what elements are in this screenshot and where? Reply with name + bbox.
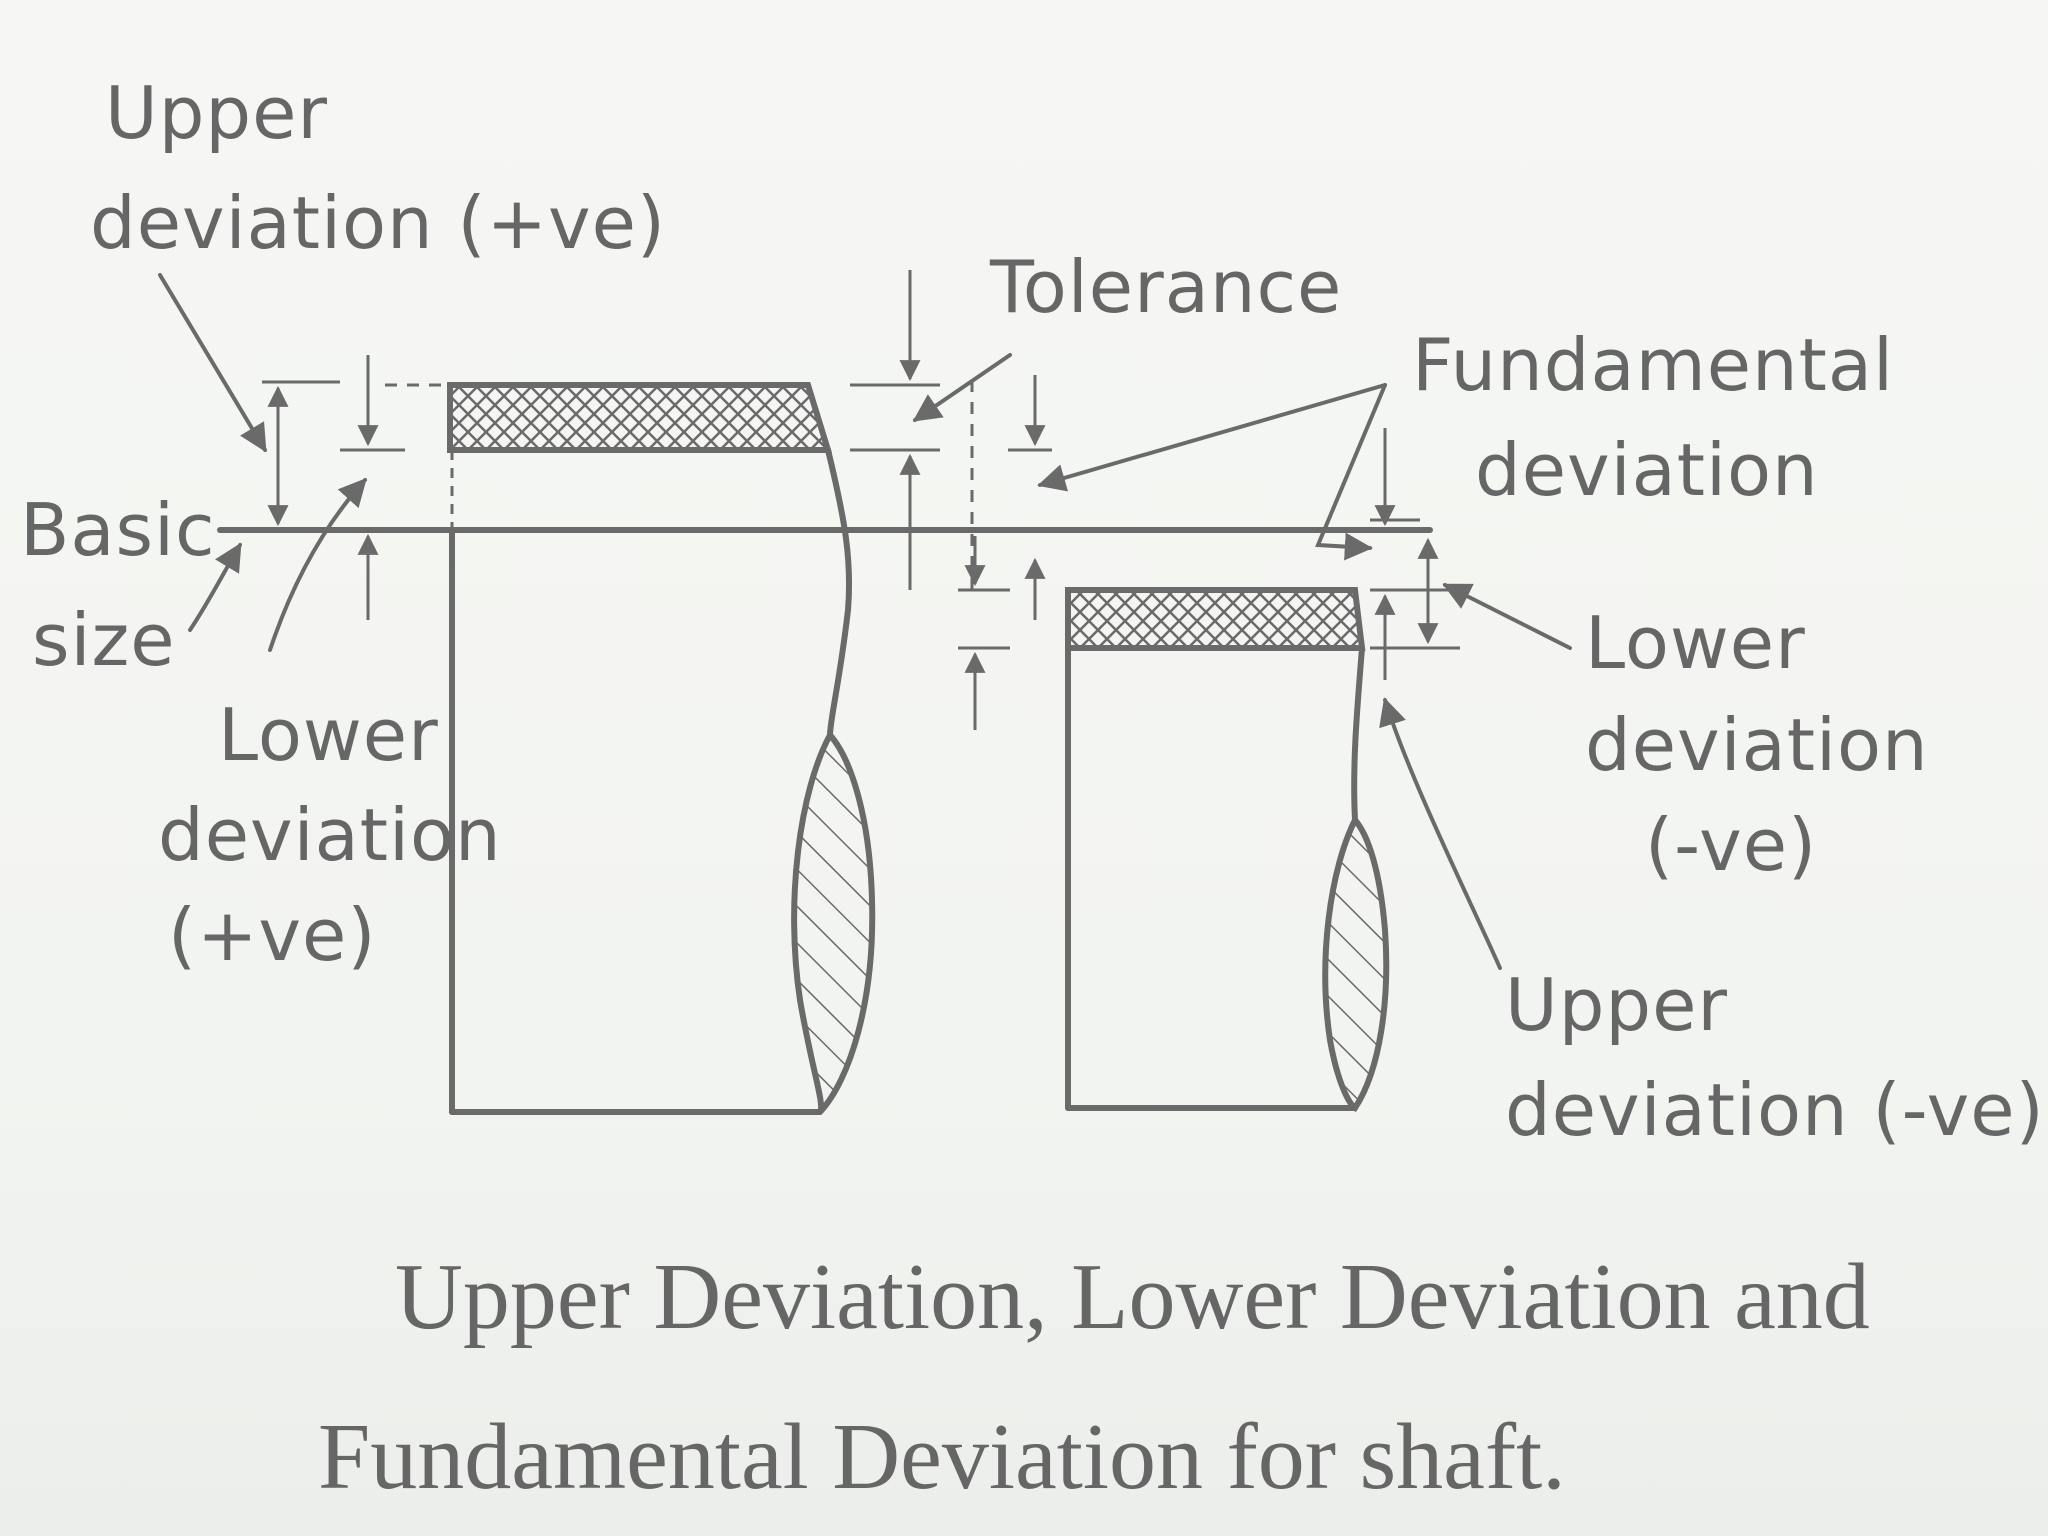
svg-text:deviation: deviation — [1475, 428, 1819, 512]
svg-text:deviation (-ve): deviation (-ve) — [1505, 1068, 2045, 1152]
svg-text:(-ve): (-ve) — [1645, 803, 1817, 887]
label-lower-deviation-pos: Lower deviation (+ve) — [158, 693, 502, 977]
label-fundamental-deviation: Fundamental deviation — [1412, 323, 1894, 512]
svg-text:Lower: Lower — [1585, 601, 1806, 685]
label-basic-size: Basic size — [20, 488, 216, 682]
svg-text:Fundamental: Fundamental — [1412, 323, 1894, 407]
label-tolerance: Tolerance — [989, 245, 1342, 329]
tolerance-dimension — [850, 270, 1052, 730]
right-shaft — [1065, 587, 1390, 1113]
svg-text:Upper: Upper — [1505, 963, 1728, 1047]
svg-text:deviation (+ve): deviation (+ve) — [90, 181, 666, 265]
left-dimensions — [262, 355, 405, 620]
leader-lines — [158, 273, 1572, 970]
svg-text:deviation: deviation — [1585, 703, 1929, 787]
svg-text:Basic: Basic — [20, 488, 216, 572]
right-break-section — [1322, 814, 1390, 1113]
svg-text:deviation: deviation — [158, 793, 502, 877]
label-lower-deviation-neg: Lower deviation (-ve) — [1585, 601, 1929, 887]
label-upper-deviation-neg: Upper deviation (-ve) — [1505, 963, 2045, 1152]
svg-text:Tolerance: Tolerance — [989, 245, 1342, 329]
left-break-section — [791, 729, 876, 1115]
left-tolerance-zone — [447, 382, 833, 453]
svg-text:size: size — [32, 598, 176, 682]
right-dimensions — [1370, 428, 1460, 680]
caption-line-1: Upper Deviation, Lower Deviation and — [395, 1245, 1870, 1349]
caption-line-2: Fundamental Deviation for shaft. — [318, 1405, 1566, 1509]
left-shaft — [385, 382, 876, 1115]
right-tolerance-zone — [1065, 587, 1366, 651]
label-upper-deviation-pos: Upper deviation (+ve) — [90, 71, 666, 265]
svg-text:(+ve): (+ve) — [168, 893, 376, 977]
svg-text:Upper: Upper — [105, 71, 328, 155]
svg-text:Lower: Lower — [218, 693, 439, 777]
